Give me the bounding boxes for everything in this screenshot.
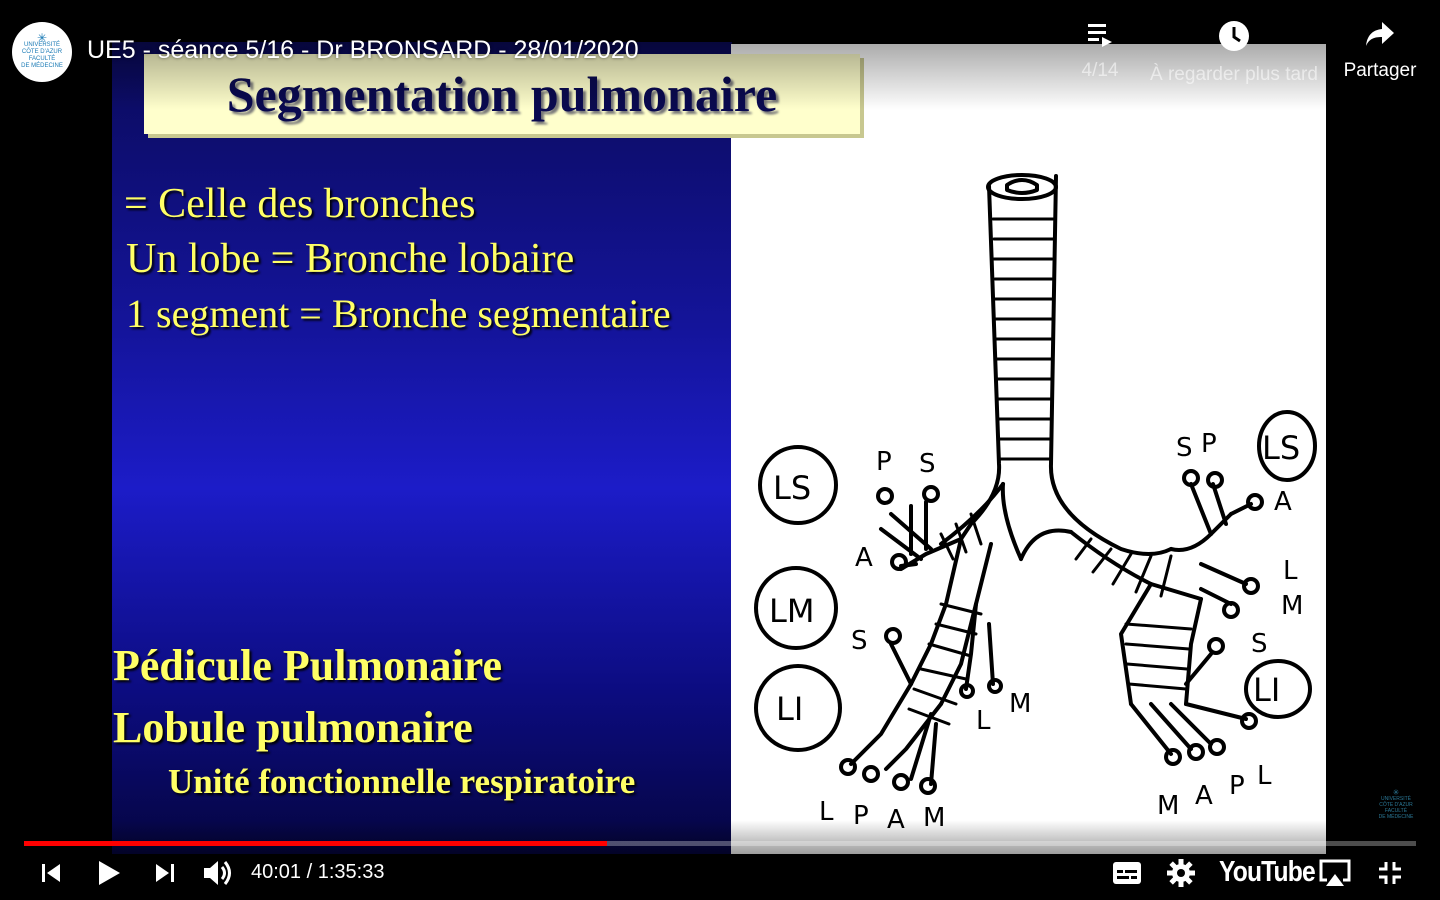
channel-watermark[interactable]: ✳ UNIVERSITÉ CÔTE D'AZUR FACULTÉ DE MÉDE…: [1374, 788, 1418, 832]
drawing-segment-label: P: [1229, 771, 1245, 801]
channel-logo-text: UNIVERSITÉ: [23, 41, 60, 48]
slide-line-3: 1 segment = Bronche segmentaire: [126, 291, 671, 336]
drawing-label-right-li: LI: [1253, 671, 1280, 709]
gear-icon: [1167, 859, 1195, 887]
settings-button[interactable]: [1164, 856, 1198, 890]
share-button[interactable]: Partager: [1338, 20, 1422, 82]
subtitles-icon: [1113, 862, 1141, 884]
drawing-segment-label: M: [1157, 791, 1179, 821]
subtitles-button[interactable]: [1110, 856, 1144, 890]
drawing-segment-label: S: [1176, 433, 1193, 463]
previous-icon: [42, 864, 60, 882]
drawing-segment-label: L: [819, 797, 834, 827]
slide-line-4: Pédicule Pulmonaire: [113, 641, 503, 690]
drawing-label-right-ls: LS: [1262, 429, 1300, 467]
next-icon: [156, 864, 174, 882]
volume-icon: [204, 861, 231, 885]
volume-button[interactable]: [200, 855, 236, 891]
watch-later-label: À regarder plus tard: [1150, 64, 1318, 85]
slide-line-1: = Celle des bronches: [124, 181, 476, 227]
slide-line-6: Unité fonctionnelle respiratoire: [168, 762, 636, 801]
drawing-segment-label: M: [1281, 591, 1303, 621]
play-icon: [99, 861, 120, 885]
share-icon: [1366, 22, 1394, 46]
channel-logo-text: DE MÉDECINE: [21, 62, 63, 69]
progress-bar[interactable]: [24, 841, 1416, 846]
slide-line-5: Lobule pulmonaire: [113, 703, 473, 752]
drawing-label-left-ls: LS: [773, 469, 811, 507]
slide-line-2: Un lobe = Bronche lobaire: [126, 236, 575, 282]
clock-icon: [1219, 21, 1249, 51]
drawing-segment-label: A: [1195, 781, 1213, 811]
watermark-text: UNIVERSITÉ: [1380, 796, 1411, 802]
watermark-text: FACULTÉ: [1384, 808, 1408, 814]
drawing-segment-label: P: [876, 447, 892, 477]
youtube-logo[interactable]: YouTube: [1219, 856, 1316, 888]
duration: 1:35:33: [317, 861, 385, 883]
drawing-segment-label: S: [851, 626, 868, 656]
playlist-button[interactable]: 4/14: [1076, 20, 1124, 82]
cast-button[interactable]: [1316, 856, 1354, 890]
channel-logo-star-icon: ✳: [36, 30, 48, 45]
watermark-star-icon: ✳: [1392, 788, 1400, 797]
drawing-segment-label: A: [1274, 487, 1292, 517]
channel-logo-text: FACULTÉ: [28, 55, 56, 62]
exit-fullscreen-icon: [1379, 862, 1401, 884]
slide-blue-panel: [112, 42, 732, 854]
watch-later-button[interactable]: À regarder plus tard: [1144, 20, 1324, 86]
time-display: 40:01 / 1:35:33: [251, 861, 384, 884]
watermark-text: DE MÉDECINE: [1378, 814, 1414, 820]
video-title[interactable]: UE5 - séance 5/16 - Dr BRONSARD - 28/01/…: [87, 36, 639, 64]
next-button[interactable]: [150, 858, 180, 888]
time-separator: /: [301, 861, 318, 883]
drawing-segment-label: L: [1283, 556, 1298, 586]
drawing-segment-label: L: [1257, 761, 1272, 791]
bronchial-tree-drawing: LS LM LI LS LI P S A S L M L P A M S P A…: [754, 173, 1317, 835]
playlist-icon: [1088, 24, 1112, 47]
play-button[interactable]: [92, 856, 126, 890]
drawing-segment-label: S: [1251, 629, 1268, 659]
channel-avatar[interactable]: ✳ UNIVERSITÉ CÔTE D'AZUR FACULTÉ DE MÉDE…: [12, 22, 72, 82]
drawing-label-left-li: LI: [776, 690, 803, 728]
previous-button[interactable]: [36, 858, 66, 888]
slide-drawing-panel: LS LM LI LS LI P S A S L M L P A M S P A…: [731, 44, 1326, 854]
drawing-segment-label: A: [855, 543, 873, 573]
drawing-label-left-lm: LM: [769, 592, 814, 630]
airplay-icon: [1319, 859, 1351, 886]
share-label: Partager: [1343, 60, 1417, 81]
drawing-segment-label: L: [976, 706, 991, 736]
channel-logo-text: CÔTE D'AZUR: [21, 48, 63, 55]
current-time: 40:01: [251, 861, 302, 883]
watermark-text: CÔTE D'AZUR: [1379, 802, 1413, 808]
drawing-segment-label: M: [1009, 689, 1031, 719]
drawing-segment-label: P: [1201, 429, 1217, 459]
exit-fullscreen-button[interactable]: [1374, 856, 1406, 890]
progress-played: [24, 841, 608, 846]
drawing-segment-label: S: [919, 449, 936, 479]
bottom-gradient: [0, 820, 1440, 900]
playlist-position: 4/14: [1081, 60, 1119, 81]
top-gradient: [0, 0, 1440, 110]
